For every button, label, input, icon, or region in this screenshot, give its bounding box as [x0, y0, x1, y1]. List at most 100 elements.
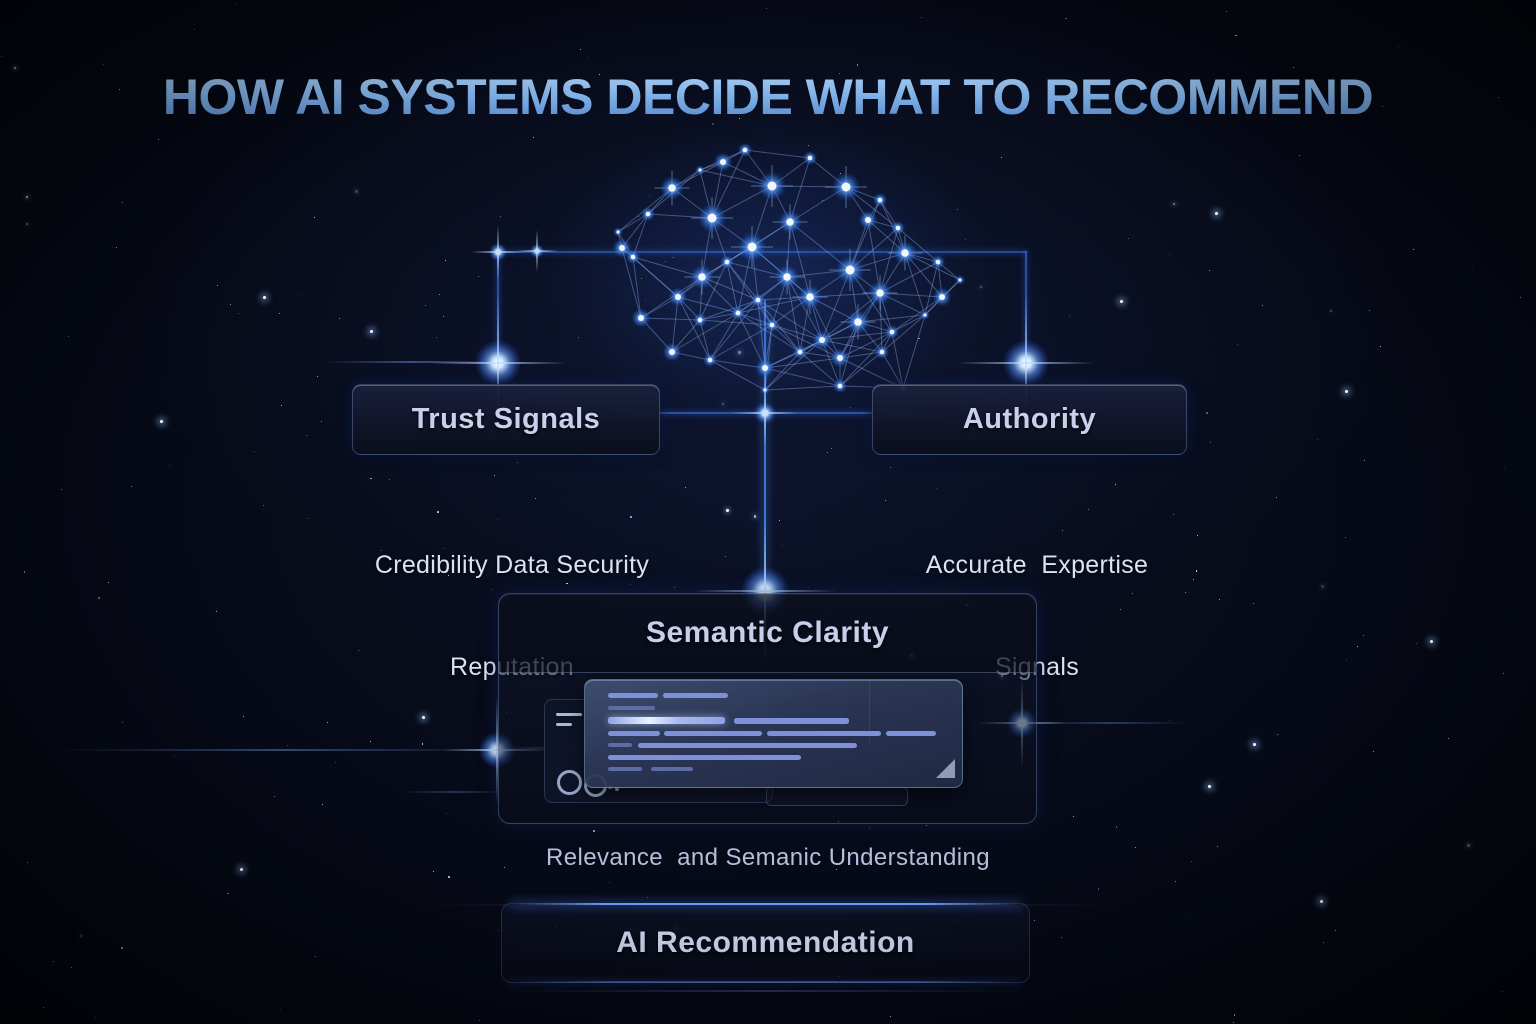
- star: [297, 294, 299, 295]
- star: [1, 25, 3, 27]
- star: [1364, 459, 1366, 461]
- bright-star: [263, 296, 266, 299]
- bright-star: [370, 330, 373, 333]
- skeleton-text-bar: [734, 718, 849, 724]
- glow-flare: [754, 402, 776, 424]
- star: [53, 961, 54, 963]
- light-streak: [501, 990, 1028, 992]
- ai-recommendation-box: AI Recommendation: [501, 903, 1030, 983]
- skeleton-text-bar: [886, 731, 936, 736]
- star: [827, 452, 829, 454]
- bright-star: [1208, 785, 1211, 788]
- star: [766, 8, 768, 10]
- star: [1068, 315, 1070, 317]
- star: [355, 190, 358, 193]
- star: [1034, 919, 1036, 921]
- star: [227, 892, 229, 895]
- star: [286, 744, 288, 746]
- star: [103, 64, 105, 66]
- light-streak: [400, 791, 510, 793]
- mock-text-line: [556, 723, 572, 726]
- star: [193, 29, 195, 31]
- star: [230, 304, 232, 306]
- star: [1345, 659, 1348, 662]
- star: [479, 1019, 481, 1021]
- star: [1261, 304, 1263, 306]
- star: [609, 882, 611, 884]
- star: [1225, 10, 1228, 13]
- star: [1206, 412, 1208, 414]
- star: [173, 756, 175, 758]
- semantic-clarity-label: Semantic Clarity: [645, 616, 890, 649]
- star: [685, 487, 687, 488]
- star: [42, 1007, 44, 1009]
- star: [1000, 157, 1002, 159]
- bright-star: [160, 420, 163, 423]
- star: [517, 462, 519, 464]
- star: [889, 1016, 891, 1017]
- star: [890, 467, 892, 468]
- mock-button-outline: [766, 787, 908, 806]
- authority-label: Authority: [962, 403, 1097, 435]
- star: [1447, 737, 1449, 739]
- star: [79, 935, 83, 938]
- star: [499, 216, 501, 218]
- bright-star: [1215, 212, 1218, 215]
- star: [216, 611, 218, 613]
- skeleton-text-bar: [608, 755, 801, 760]
- star: [1236, 344, 1238, 345]
- glow-flare: [475, 340, 521, 386]
- star: [807, 586, 809, 588]
- star: [1520, 297, 1522, 299]
- star: [1471, 266, 1473, 267]
- star: [1073, 816, 1074, 818]
- star: [263, 505, 265, 507]
- neural-network-brain-icon: [609, 140, 967, 397]
- star: [1115, 826, 1118, 828]
- star: [1329, 310, 1332, 313]
- skeleton-text-bar: [608, 767, 642, 771]
- star: [335, 761, 337, 763]
- star: [1235, 34, 1237, 37]
- star: [281, 405, 282, 406]
- star: [1502, 672, 1505, 675]
- semantic-clarity-header: Semantic Clarity: [499, 594, 1036, 673]
- star: [1097, 888, 1100, 890]
- star: [1502, 990, 1504, 992]
- star: [107, 581, 109, 583]
- star: [130, 486, 132, 487]
- star: [1334, 929, 1337, 932]
- bright-star: [1253, 743, 1256, 746]
- skeleton-text-bar: [664, 731, 762, 736]
- semantic-clarity-caption: Relevance and Semanic Understanding: [546, 844, 990, 871]
- star: [1061, 936, 1063, 938]
- star: [782, 545, 783, 547]
- star: [60, 488, 62, 490]
- star: [1299, 154, 1301, 156]
- star: [338, 318, 340, 319]
- star: [438, 293, 440, 295]
- skeleton-text-bar: [608, 717, 725, 724]
- star: [868, 827, 871, 830]
- skeleton-text-bar: [608, 731, 660, 736]
- star: [1174, 880, 1176, 882]
- semantic-clarity-panel: Semantic Clarity: [498, 593, 1037, 824]
- skeleton-text-bar: [608, 743, 632, 747]
- star: [1209, 270, 1210, 272]
- star: [0, 55, 2, 57]
- star: [1187, 918, 1189, 920]
- star: [254, 451, 255, 453]
- star: [23, 571, 26, 573]
- star: [445, 259, 447, 261]
- mock-snippet-card: [584, 679, 963, 788]
- skeleton-text-bar: [608, 693, 658, 698]
- star: [320, 421, 322, 423]
- star: [925, 824, 927, 826]
- star: [1321, 585, 1324, 588]
- star: [753, 515, 757, 518]
- skeleton-text-bar: [608, 706, 655, 710]
- star: [445, 813, 447, 815]
- star: [498, 930, 500, 932]
- bright-star: [1320, 900, 1323, 903]
